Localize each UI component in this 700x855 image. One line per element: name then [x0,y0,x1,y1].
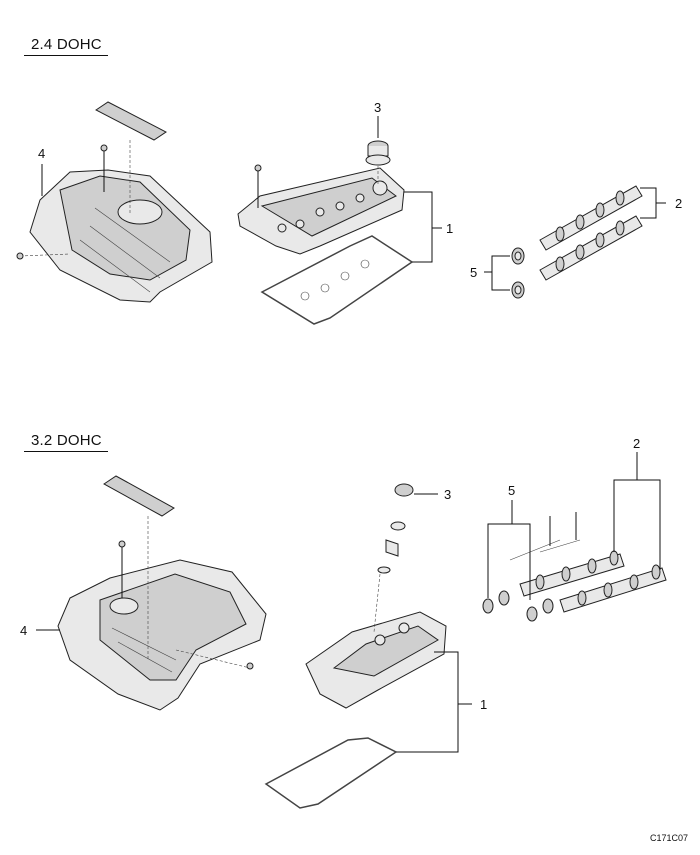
oil-filler-cap-3-2 [377,483,414,574]
callout-2-camshafts: 2 [675,196,683,211]
section-title-2-4-dohc: 2.4 DOHC [31,36,102,53]
cover-bolt-3-2 [118,540,126,598]
engine-cover-2-4 [16,169,213,303]
callout-5-camshaft-seals: 5 [508,483,516,498]
camshafts-2-4 [539,185,643,281]
callout-3-oil-cap: 3 [444,487,452,502]
callout-5-camshaft-seals: 5 [470,265,478,280]
callout-4-engine-cover: 4 [38,146,46,161]
valve-cover-3-2 [305,573,447,709]
nameplate-2-4 [95,101,167,215]
section-title-3-2-dohc: 3.2 DOHC [31,432,102,449]
oil-filler-cap-2-4 [365,140,391,186]
section-title-underline [24,55,108,56]
callout-3-oil-cap: 3 [374,100,382,115]
callout-4-engine-cover: 4 [20,623,28,638]
engine-cover-3-2 [57,559,267,711]
callout-1-valve-cover: 1 [480,697,488,712]
figure-code: C171C07 [649,833,688,843]
nameplate-3-2 [103,475,175,660]
callout-2-camshafts: 2 [633,436,641,451]
camshaft-seals-3-2 [482,590,554,622]
leader-lines-3-2 [36,452,661,753]
camshafts-3-2 [509,512,667,613]
callout-1-valve-cover: 1 [446,221,454,236]
valve-cover-2-4 [237,164,405,255]
cover-bolt-2-4 [100,144,108,192]
leader-lines-2-4 [41,116,666,291]
section-title-underline [24,451,108,452]
camshaft-seals-2-4 [511,247,525,299]
valve-cover-gasket-3-2 [264,737,398,809]
